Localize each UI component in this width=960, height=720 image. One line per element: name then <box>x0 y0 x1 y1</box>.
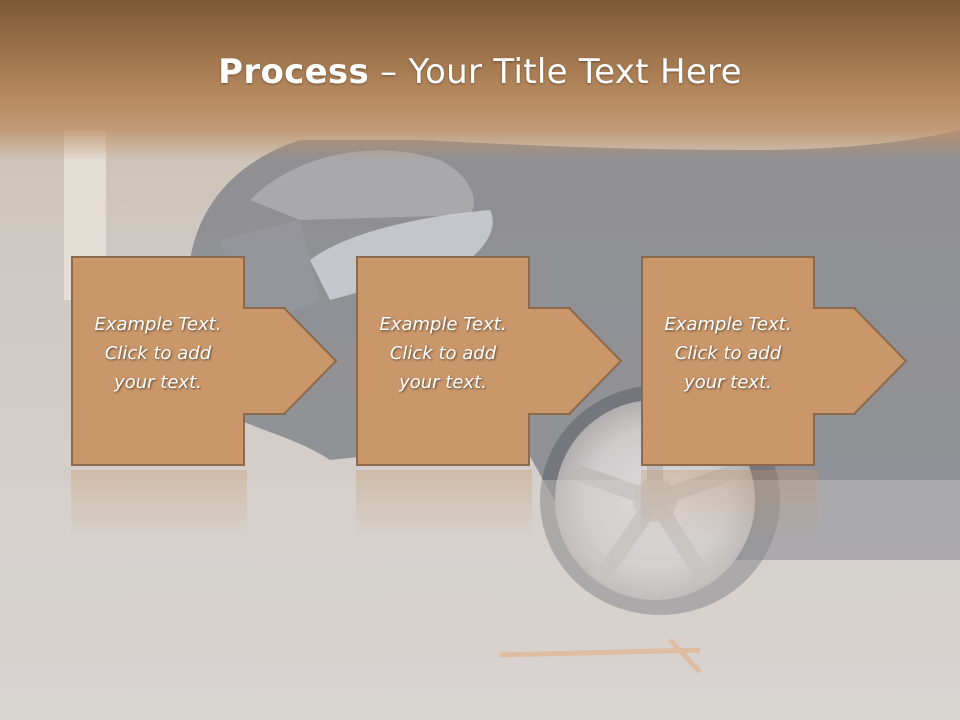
step-text-line2: Click to add <box>674 343 782 364</box>
title-rest: Your Title Text Here <box>408 52 742 92</box>
step-text-line3: your text. <box>114 372 202 393</box>
step-text-line1: Example Text. <box>94 314 222 335</box>
step-text-line1: Example Text. <box>379 314 507 335</box>
step-text-line3: your text. <box>684 372 772 393</box>
step-reflection <box>71 470 247 540</box>
step-text-line3: your text. <box>399 372 487 393</box>
step-reflection <box>641 470 817 540</box>
process-step-3[interactable]: Example Text. Click to add your text. <box>641 256 908 466</box>
title-band <box>0 0 960 160</box>
step-text[interactable]: Example Text. Click to add your text. <box>71 310 245 397</box>
title-dash: – <box>369 52 409 92</box>
title-strong: Process <box>218 52 370 92</box>
step-text-line2: Click to add <box>104 343 212 364</box>
slide-title[interactable]: Process – Your Title Text Here <box>0 52 960 92</box>
process-step-1[interactable]: Example Text. Click to add your text. <box>71 256 338 466</box>
arrow-box-shape <box>71 256 338 466</box>
arrow-box-shape <box>356 256 623 466</box>
step-text[interactable]: Example Text. Click to add your text. <box>356 310 530 397</box>
step-reflection <box>356 470 532 540</box>
step-text-line2: Click to add <box>389 343 497 364</box>
step-text[interactable]: Example Text. Click to add your text. <box>641 310 815 397</box>
process-step-2[interactable]: Example Text. Click to add your text. <box>356 256 623 466</box>
step-text-line1: Example Text. <box>664 314 792 335</box>
arrow-box-shape <box>641 256 908 466</box>
